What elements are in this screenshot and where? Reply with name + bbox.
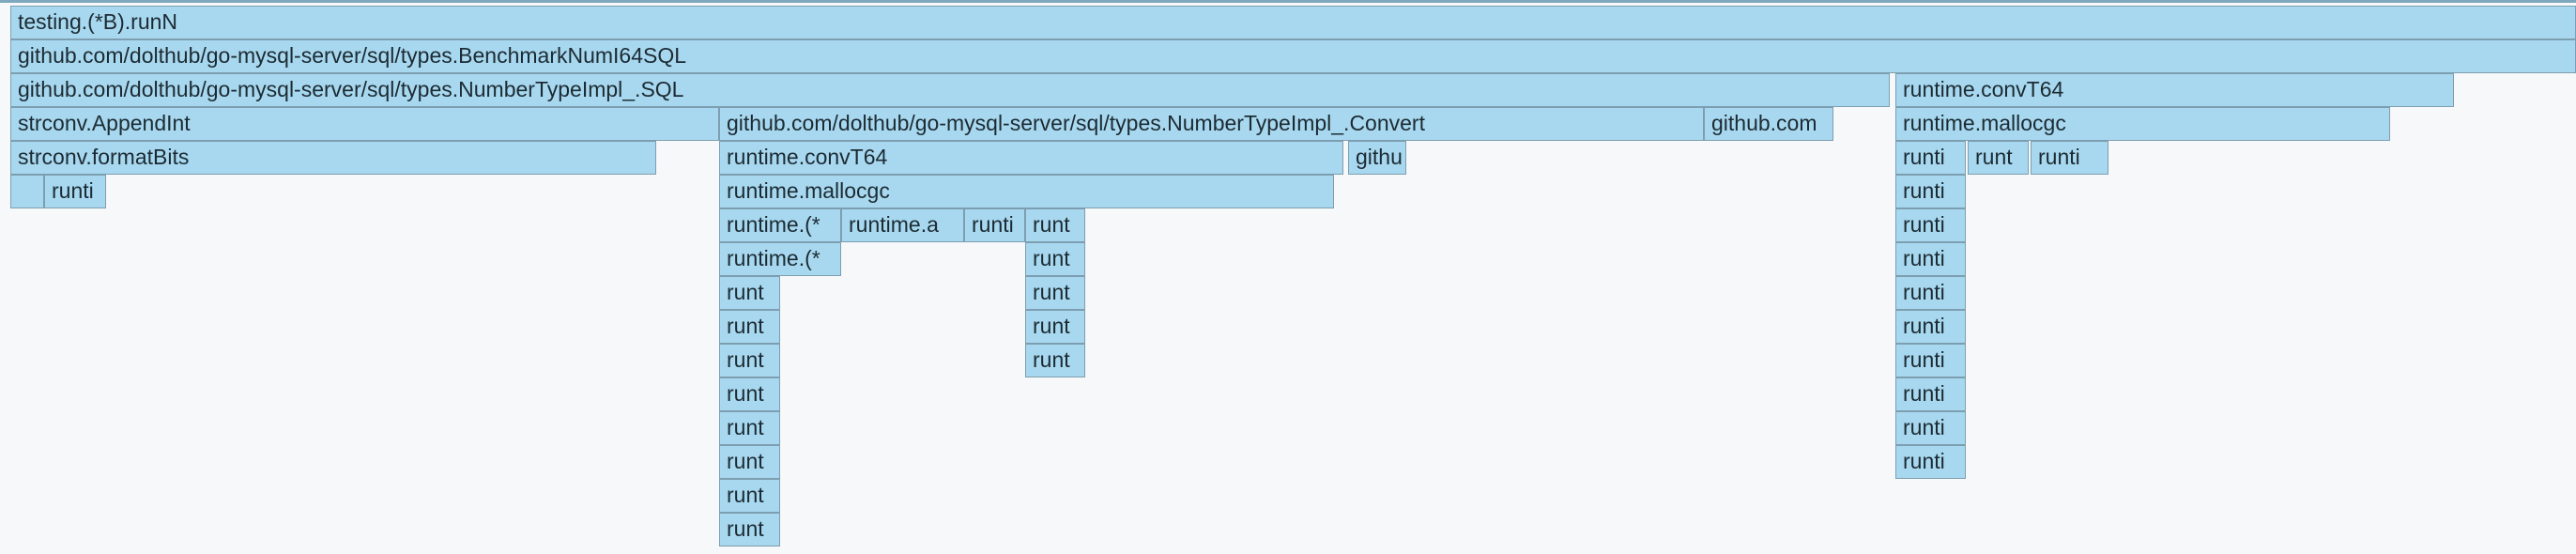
flame-frame[interactable]: runti <box>1895 208 1966 242</box>
flame-frame[interactable]: runtime.a <box>841 208 964 242</box>
flame-frame-label: runtime.mallocgc <box>727 178 890 203</box>
flame-frame[interactable]: runti <box>1895 276 1966 310</box>
flame-frame[interactable]: runti <box>1895 344 1966 377</box>
flame-frame[interactable]: runtime.(* <box>719 242 841 276</box>
flame-frame[interactable]: github.com <box>1704 107 1833 141</box>
flame-frame[interactable]: runt <box>719 310 780 344</box>
flame-frame-label: runti <box>1903 280 1945 304</box>
flame-frame-label: runti <box>1903 145 1945 169</box>
flame-frame[interactable]: strconv.AppendInt <box>10 107 719 141</box>
flame-frame[interactable]: runti <box>1895 310 1966 344</box>
flame-frame[interactable]: runtime.mallocgc <box>1895 107 2390 141</box>
flame-frame[interactable]: runt <box>1025 344 1085 377</box>
flame-frame-label: runt <box>727 516 764 541</box>
flame-frame-label: strconv.AppendInt <box>18 111 191 135</box>
flame-frame-label: runt <box>1033 347 1070 372</box>
flame-frame[interactable]: runti <box>1895 175 1966 208</box>
flame-frame-label: runti <box>1903 246 1945 270</box>
flame-frame[interactable] <box>10 175 44 208</box>
flame-frame[interactable]: runti <box>964 208 1025 242</box>
flame-frame-label: runtime.(* <box>727 246 820 270</box>
flame-frame-label: runtime.convT64 <box>727 145 888 169</box>
flame-frame[interactable]: runt <box>719 377 780 411</box>
flame-frame-label: runt <box>727 280 764 304</box>
flame-frame-label: runti <box>1903 347 1945 372</box>
flame-frame-label: runtime.a <box>849 212 939 237</box>
flame-frame[interactable]: github.com/dolthub/go-mysql-server/sql/t… <box>10 73 1890 107</box>
flame-frame-label: runti <box>972 212 1014 237</box>
flame-frame-label: testing.(*B).runN <box>18 9 178 34</box>
flame-frame-label: runtime.(* <box>727 212 820 237</box>
flame-frame-label: runti <box>1903 212 1945 237</box>
flame-frame-label: runtime.convT64 <box>1903 77 2064 101</box>
flame-frame[interactable]: runt <box>1968 141 2029 175</box>
flame-frame-label: runt <box>1975 145 2013 169</box>
flame-frame-label: runti <box>2038 145 2080 169</box>
flame-frame-label: github.com/dolthub/go-mysql-server/sql/t… <box>727 111 1425 135</box>
flame-frame[interactable]: runt <box>719 344 780 377</box>
flame-frame-label: runti <box>1903 314 1945 338</box>
flame-frame[interactable]: runti <box>1895 141 1966 175</box>
flame-frame-label: github.com <box>1711 111 1817 135</box>
flame-frame-label: runt <box>1033 246 1070 270</box>
flame-frame[interactable]: githu <box>1348 141 1406 175</box>
flame-frame-label: runt <box>1033 314 1070 338</box>
flame-frame-label: runt <box>727 314 764 338</box>
flame-frame[interactable]: runti <box>1895 377 1966 411</box>
flame-frame-label: runtime.mallocgc <box>1903 111 2066 135</box>
flame-frame-label: runti <box>1903 178 1945 203</box>
flame-frame[interactable]: runt <box>1025 310 1085 344</box>
flame-frame[interactable]: runti <box>1895 445 1966 479</box>
flame-frame-label: runt <box>727 381 764 406</box>
flame-frame[interactable]: runtime.(* <box>719 208 841 242</box>
flame-frame[interactable]: runtime.convT64 <box>719 141 1343 175</box>
flame-frame[interactable]: runtime.mallocgc <box>719 175 1334 208</box>
flame-frame-label: runti <box>1903 415 1945 439</box>
flame-frame[interactable]: runtime.convT64 <box>1895 73 2454 107</box>
flame-frame[interactable]: github.com/dolthub/go-mysql-server/sql/t… <box>719 107 1704 141</box>
flame-frame[interactable]: runt <box>719 513 780 546</box>
flame-frame-label: runt <box>727 449 764 473</box>
flame-frame[interactable]: runt <box>1025 242 1085 276</box>
flame-frame-label: runt <box>1033 212 1070 237</box>
flame-frame[interactable]: runt <box>719 411 780 445</box>
flame-frame[interactable]: runti <box>44 175 106 208</box>
flame-frame[interactable]: github.com/dolthub/go-mysql-server/sql/t… <box>10 39 2576 73</box>
flame-frame[interactable]: runti <box>2031 141 2108 175</box>
flame-frame[interactable]: runt <box>719 276 780 310</box>
flame-frame-label: githu <box>1356 145 1403 169</box>
flame-frame[interactable]: runt <box>1025 208 1085 242</box>
flame-frame-label: github.com/dolthub/go-mysql-server/sql/t… <box>18 43 687 68</box>
flame-frame[interactable]: runti <box>1895 411 1966 445</box>
flame-frame[interactable]: runt <box>719 445 780 479</box>
flame-frame[interactable]: runt <box>1025 276 1085 310</box>
flame-frame-label: runti <box>52 178 94 203</box>
flame-frame-label: runti <box>1903 381 1945 406</box>
flame-frame[interactable]: runti <box>1895 242 1966 276</box>
flame-frame[interactable]: strconv.formatBits <box>10 141 656 175</box>
flame-frame-label: runt <box>1033 280 1070 304</box>
flame-frame-label: runt <box>727 347 764 372</box>
flame-frame-label: strconv.formatBits <box>18 145 190 169</box>
flame-frame-label: runti <box>1903 449 1945 473</box>
flame-frame-label: runt <box>727 415 764 439</box>
flame-frame-label: runt <box>727 483 764 507</box>
flame-frame[interactable]: testing.(*B).runN <box>10 6 2576 39</box>
flame-frame[interactable]: runt <box>719 479 780 513</box>
flame-frame-label: github.com/dolthub/go-mysql-server/sql/t… <box>18 77 684 101</box>
